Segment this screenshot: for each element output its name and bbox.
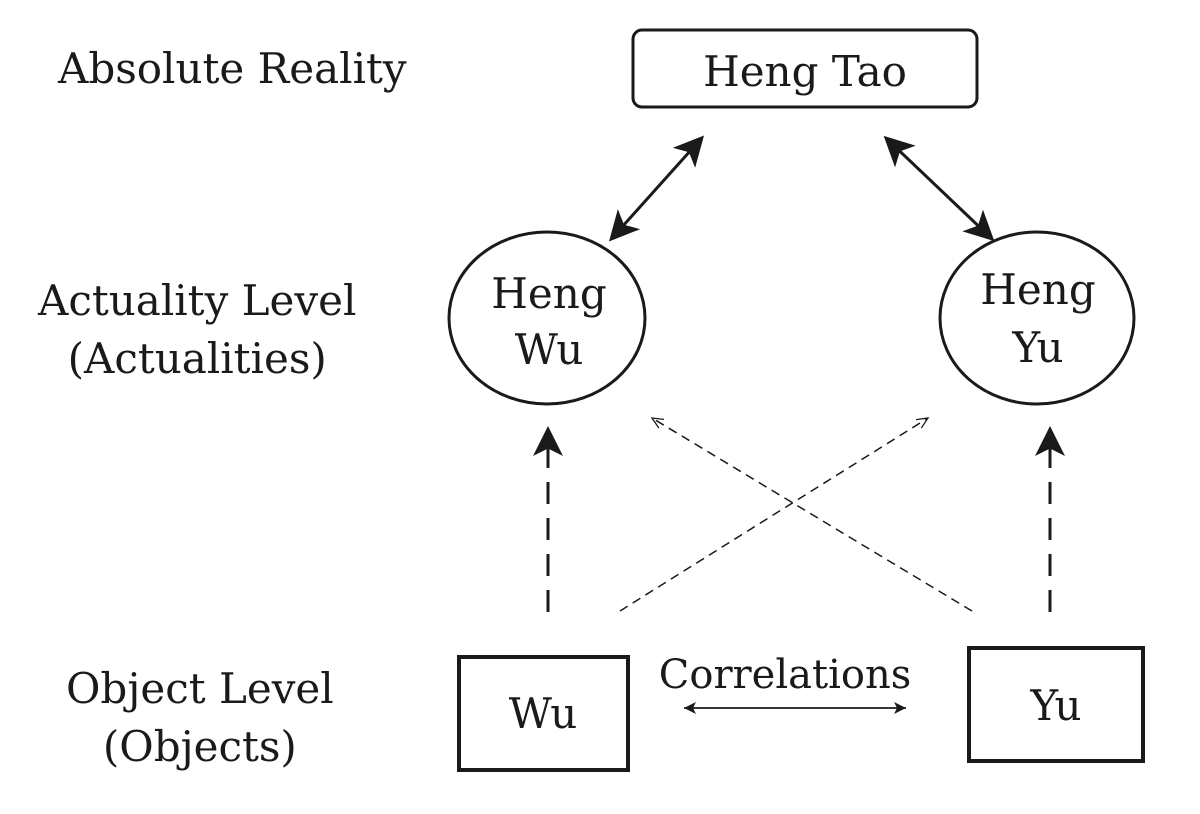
arrow-yu-to-heng-wu [650, 417, 973, 612]
absolute-reality-label: Absolute Reality [58, 40, 407, 98]
wu-label: Wu [509, 689, 578, 738]
heng-tao-node: Heng Tao [631, 28, 979, 109]
actuality-level-line2: (Actualities) [67, 334, 327, 383]
actuality-level-label: Actuality Level (Actualities) [38, 272, 356, 388]
heng-tao-box [631, 28, 979, 109]
yu-node: Yu [967, 646, 1145, 763]
heng-yu-ellipse [938, 230, 1136, 406]
wu-node: Wu [457, 655, 630, 772]
correlations-label: Correlations [659, 652, 911, 698]
heng-wu-label-line1: Heng [491, 269, 606, 318]
heng-yu-label-line2: Yu [1011, 323, 1063, 372]
object-level-line2: (Objects) [102, 722, 297, 771]
heng-yu-node: Heng Yu [938, 230, 1136, 406]
yu-label: Yu [1029, 681, 1081, 730]
actuality-level-line1: Actuality Level [38, 276, 357, 325]
object-level-label: Object Level (Objects) [66, 660, 334, 776]
yu-box [967, 646, 1145, 763]
absolute-reality-text: Absolute Reality [58, 44, 407, 93]
heng-wu-node: Heng Wu [447, 230, 647, 406]
heng-wu-ellipse [447, 230, 647, 406]
heng-tao-label: Heng Tao [703, 47, 907, 96]
arrow-heng-tao-heng-wu [608, 135, 705, 242]
arrow-wu-to-heng-yu [619, 417, 930, 612]
heng-wu-label-line2: Wu [515, 325, 584, 374]
heng-yu-label-line1: Heng [980, 265, 1095, 314]
arrow-heng-tao-heng-yu [883, 135, 995, 242]
object-level-line1: Object Level [66, 664, 334, 713]
wu-box [457, 655, 630, 772]
